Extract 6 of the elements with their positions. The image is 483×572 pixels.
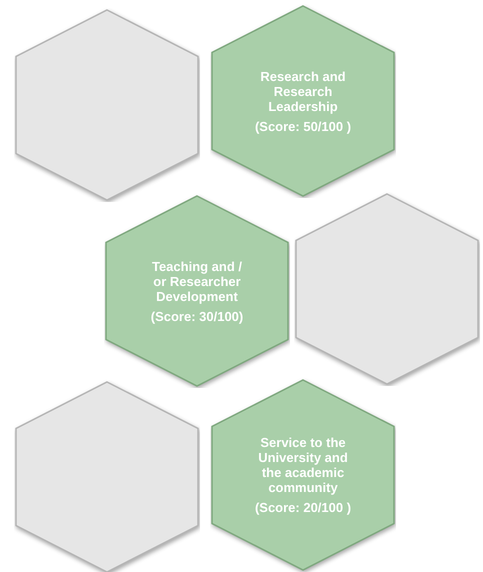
category-title: Teaching and / or Researcher Development xyxy=(150,258,244,304)
category-title: Research and Research Leadership xyxy=(259,68,347,114)
score-text: (Score: 50/100 ) xyxy=(254,118,352,134)
category-title: Service to the University and the academic community xyxy=(257,435,349,495)
score-text: (Score: 30/100) xyxy=(150,308,244,324)
score-text: (Score: 20/100 ) xyxy=(254,500,352,515)
